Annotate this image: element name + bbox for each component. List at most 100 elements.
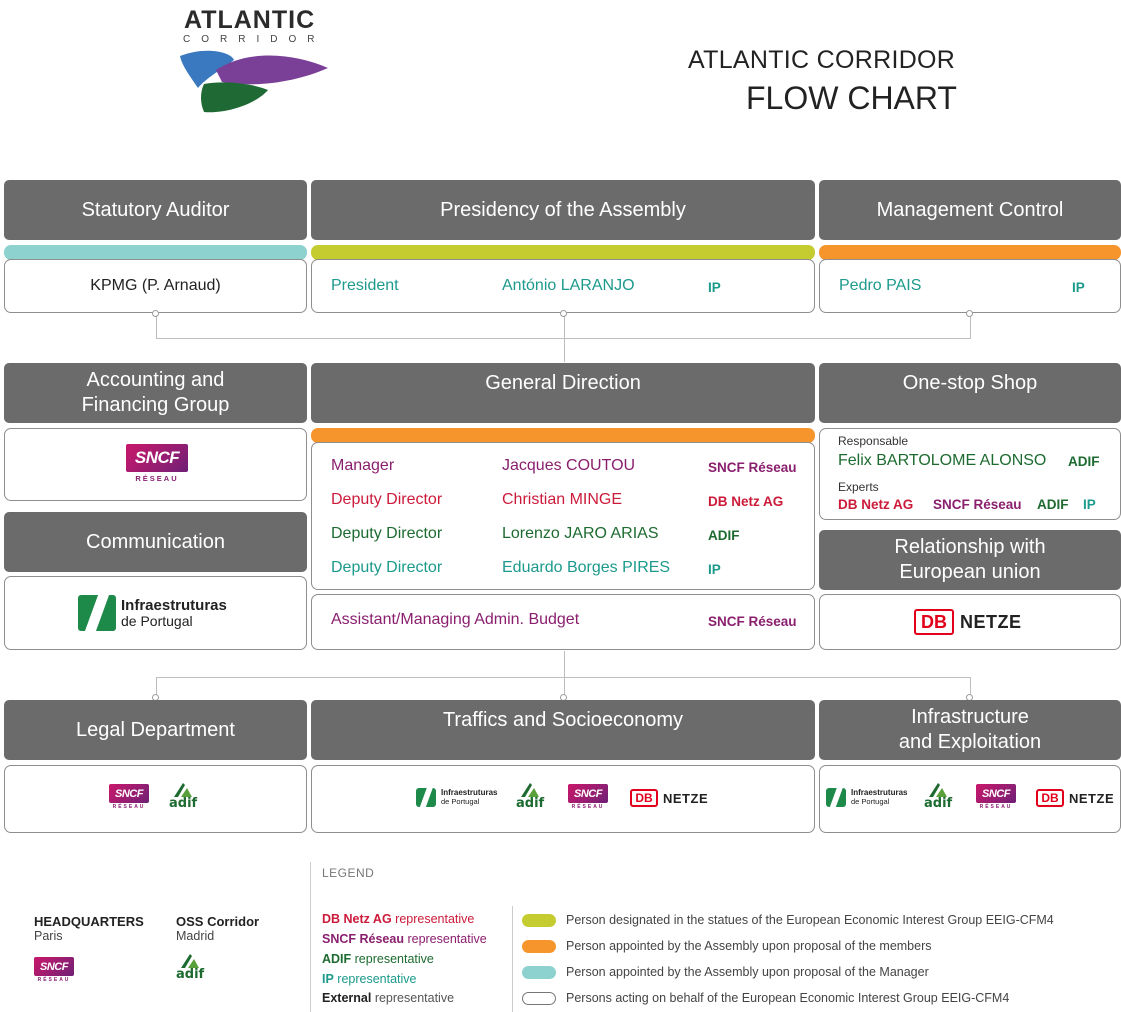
expert-db: DB Netz AG <box>838 497 914 512</box>
adif-logo: adif <box>516 782 544 811</box>
sncf-mark: SNCF <box>976 784 1016 803</box>
management-control-header: Management Control <box>819 180 1121 240</box>
green-strip <box>311 245 815 260</box>
legend-swatch-orange <box>522 940 556 953</box>
gd-row-1-org: SNCF Réseau <box>708 460 797 475</box>
db-mark: DB <box>914 609 954 635</box>
gd-row-2-role: Deputy Director <box>331 491 443 508</box>
relationship-header: Relationship with European union <box>819 530 1121 590</box>
legend-separator <box>512 906 513 1012</box>
sncf-sub: RÉSEAU <box>37 977 71 983</box>
teal-strip <box>4 245 307 260</box>
sncf-sub: RÉSEAU <box>979 804 1013 810</box>
communication-body: Infraestruturas de Portugal <box>4 576 307 650</box>
traffics-title: Traffics and Socioeconomy <box>442 709 684 731</box>
accounting-title-line2: Financing Group <box>81 394 230 416</box>
ip-line2: de Portugal <box>121 612 193 629</box>
communication-title: Communication <box>86 530 225 553</box>
connector <box>156 677 157 699</box>
adif-word: adif <box>176 967 205 982</box>
gd-row-3-org: ADIF <box>708 528 740 543</box>
headquarters-title: HEADQUARTERS <box>34 914 144 929</box>
sncf-sub: RÉSEAU <box>112 804 146 810</box>
management-control-name: Pedro PAIS <box>839 277 922 294</box>
ip-line2: de Portugal <box>851 796 890 806</box>
db-netze-text: NETZE <box>960 611 1022 632</box>
gd-row-4-org: IP <box>708 562 721 577</box>
logo-wordmark: ATLANTIC <box>184 6 316 34</box>
traffics-body: Infraestruturas de Portugal adif SNCF RÉ… <box>311 765 815 833</box>
president-org: IP <box>708 280 721 295</box>
legal-title: Legal Department <box>76 718 235 741</box>
ip-mark-icon <box>416 788 436 807</box>
statutory-auditor-body: KPMG (P. Arnaud) <box>4 259 307 313</box>
legend-rep-adif: ADIF representative <box>322 952 434 966</box>
communication-header: Communication <box>4 512 307 572</box>
legend-swatch-white <box>522 992 556 1005</box>
one-stop-shop-title: One-stop Shop <box>902 372 1038 394</box>
accounting-title-line1: Accounting and <box>86 369 225 391</box>
general-direction-body: Manager Jacques COUTOU SNCF Réseau Deput… <box>311 442 815 590</box>
legend-swatch-teal <box>522 966 556 979</box>
assistant-body: Assistant/Managing Admin. Budget SNCF Ré… <box>311 594 815 650</box>
oss-city: Madrid <box>176 929 215 943</box>
ip-mark-icon <box>826 788 846 807</box>
sncf-reseau-logo: SNCF RÉSEAU <box>568 784 608 810</box>
legal-header: Legal Department <box>4 700 307 760</box>
chart-title: ATLANTIC CORRIDOR <box>688 46 956 74</box>
adif-mark-icon <box>174 783 193 797</box>
adif-mark-icon <box>521 783 540 797</box>
sncf-sub: RÉSEAU <box>571 804 605 810</box>
db-netze-text: NETZE <box>1069 790 1115 806</box>
management-control-body: Pedro PAIS IP <box>819 259 1121 313</box>
president-name: António LARANJO <box>502 277 635 294</box>
relationship-title-line1: Relationship with <box>894 536 1046 558</box>
legend-item-2: Person appointed by the Assembly upon pr… <box>566 939 932 953</box>
db-mark: DB <box>630 789 658 807</box>
legend-item-1: Person designated in the statues of the … <box>566 913 1054 927</box>
sncf-sub: RÉSEAU <box>135 474 179 483</box>
sncf-mark: SNCF <box>109 784 149 803</box>
gd-row-2-name: Christian MINGE <box>502 491 623 508</box>
presidency-body: President António LARANJO IP <box>311 259 815 313</box>
relationship-title-line2: European union <box>899 561 1041 583</box>
legend-rep-sncf: SNCF Réseau representative <box>322 932 487 946</box>
gd-row-1-name: Jacques COUTOU <box>502 457 636 474</box>
statutory-auditor-name: KPMG (P. Arnaud) <box>90 277 221 294</box>
legend-title: LEGEND <box>322 866 375 880</box>
experts-label: Experts <box>838 480 879 494</box>
adif-logo: adif <box>176 953 204 982</box>
sncf-mark: SNCF <box>126 444 188 472</box>
infrastructure-title-line1: Infrastructure <box>911 706 1029 728</box>
db-netze-logo: DB NETZE <box>1036 789 1114 807</box>
sncf-reseau-logo: SNCF RÉSEAU <box>976 784 1016 810</box>
adif-word: adif <box>516 796 545 811</box>
legend-divider <box>310 862 311 1012</box>
connector <box>156 677 971 678</box>
presidency-header: Presidency of the Assembly <box>311 180 815 240</box>
legend-rep-ip: IP representative <box>322 972 417 986</box>
sncf-mark: SNCF <box>34 957 74 976</box>
management-control-title: Management Control <box>876 198 1064 221</box>
one-stop-shop-body: Responsable Felix BARTOLOME ALONSO ADIF … <box>819 428 1121 520</box>
assistant-role: Assistant/Managing Admin. Budget <box>331 611 580 628</box>
legend-item-4: Persons acting on behalf of the European… <box>566 991 1010 1005</box>
headquarters-city: Paris <box>34 929 63 943</box>
connector-dot <box>966 310 973 317</box>
infraestruturas-logo: Infraestruturas de Portugal <box>826 788 907 807</box>
ip-mark-icon <box>78 595 116 631</box>
expert-adif: ADIF <box>1037 497 1069 512</box>
sncf-mark: SNCF <box>568 784 608 803</box>
relationship-body: DB NETZE <box>819 594 1121 650</box>
sncf-reseau-logo: SNCF RÉSEAU <box>34 957 74 983</box>
traffics-header: Traffics and Socioeconomy <box>311 700 815 760</box>
connector <box>970 314 971 338</box>
logo-subtitle: CORRIDOR <box>183 34 326 45</box>
assistant-org: SNCF Réseau <box>708 614 797 629</box>
connector <box>156 314 157 338</box>
infrastructure-title-line2: and Exploitation <box>898 731 1042 753</box>
infraestruturas-logo: Infraestruturas de Portugal <box>416 788 497 807</box>
responsable-org: ADIF <box>1068 454 1100 469</box>
president-role: President <box>331 277 399 294</box>
adif-mark-icon <box>181 954 200 968</box>
